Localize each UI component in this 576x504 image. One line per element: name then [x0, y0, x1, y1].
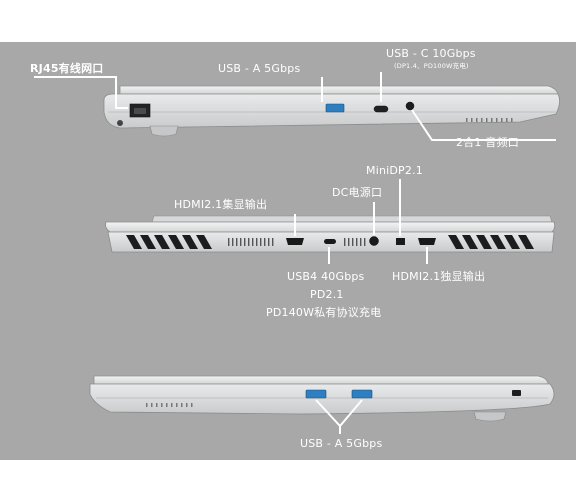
- usb4-label-line2: PD2.1: [310, 288, 344, 301]
- hinge-bar: [105, 221, 556, 233]
- minidp-label: MiniDP2.1: [366, 164, 423, 177]
- right-side-view: [89, 375, 555, 434]
- rear-grille-mid: [344, 238, 366, 246]
- rear-foot: [473, 411, 507, 422]
- rear-vent-right: [448, 235, 534, 249]
- product-illustration: RJ45有线网口 USB - A 5Gbps USB - C 10Gbps (D…: [0, 42, 576, 460]
- lid-edge: [119, 85, 559, 95]
- usb-a-port-right-2: [351, 389, 373, 399]
- kensington-lock-icon: [512, 390, 521, 396]
- hdmi-port-left: [286, 238, 304, 245]
- minidp-port: [396, 238, 405, 245]
- usb-c-note: (DP1.4、PD100W充电): [394, 62, 469, 70]
- left-side-view: [34, 72, 560, 141]
- dc-label: DC电源口: [332, 186, 383, 199]
- rear-view: [105, 179, 556, 264]
- lid-top-rear: [151, 215, 553, 223]
- audio-jack: [405, 101, 415, 111]
- hdmi-port-right: [418, 238, 436, 245]
- hdmi-left-label: HDMI2.1集显输出: [174, 198, 268, 211]
- laptop-body-right: [89, 383, 555, 415]
- lock-slot-icon: [117, 120, 123, 126]
- rj45-label: RJ45有线网口: [30, 62, 104, 75]
- usb-c-port-left: [373, 105, 389, 113]
- usb-a-label-right: USB - A 5Gbps: [300, 437, 383, 450]
- speaker-grille-right: [146, 403, 193, 407]
- usb-a-port-right-1: [305, 389, 327, 399]
- laptop-ports-diagram: [34, 72, 560, 434]
- usb-a-port-left: [325, 103, 345, 113]
- rear-vent-left: [126, 235, 212, 249]
- usb-a-label-left: USB - A 5Gbps: [218, 62, 301, 75]
- lid-edge-right: [93, 375, 549, 385]
- usb-c-label: USB - C 10Gbps: [386, 47, 476, 60]
- audio-label: 2合1 音频口: [456, 136, 519, 149]
- front-foot: [149, 125, 179, 137]
- usb4-label-line3: PD140W私有协议充电: [266, 306, 382, 319]
- usb4-label-line1: USB4 40Gbps: [287, 270, 365, 283]
- speaker-grille-left: [466, 118, 513, 122]
- dc-port: [369, 236, 379, 246]
- usb4-port: [324, 239, 336, 244]
- hdmi-right-label: HDMI2.1独显输出: [392, 270, 486, 283]
- rear-grille-small: [228, 238, 274, 246]
